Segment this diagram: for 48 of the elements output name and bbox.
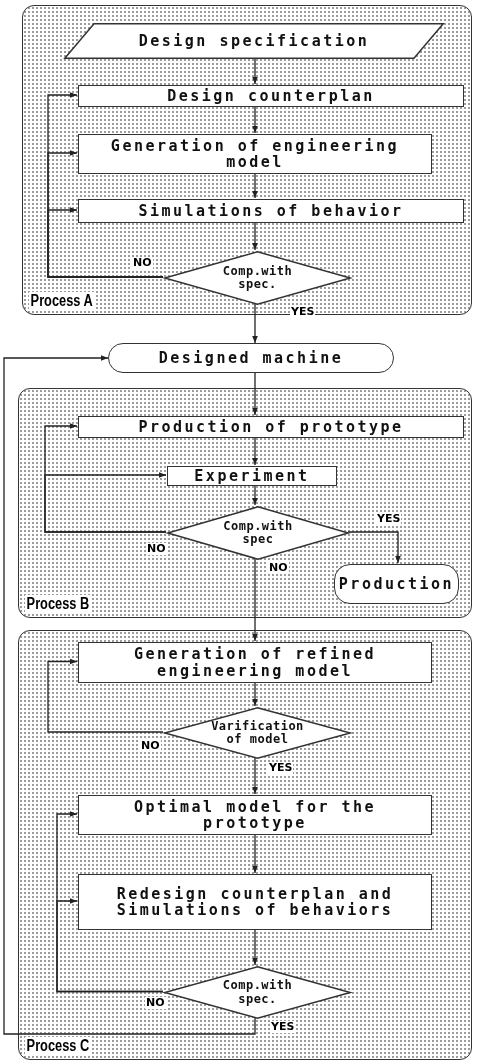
connector-arrow [252, 558, 258, 642]
connector-arrow [44, 472, 167, 533]
connector-arrow [47, 207, 164, 278]
connector-arrow [252, 928, 258, 966]
edge-label: YES [270, 1021, 296, 1034]
edge-label: NO [146, 543, 167, 556]
connector-arrow [252, 484, 258, 506]
connector-arrow [252, 681, 258, 707]
connector-arrow [56, 898, 164, 993]
connector-arrow [252, 757, 258, 795]
decision-diamond: Varification of model [164, 707, 351, 759]
process-box: Redesign counterplan and Simulations of behaviors [78, 874, 432, 930]
process-box: Experiment [167, 466, 337, 486]
connector-arrow [252, 436, 258, 466]
input-parallelogram: Design specification [64, 23, 444, 59]
connector-arrow [252, 57, 258, 85]
process-panel [18, 388, 472, 618]
connector-arrow [252, 221, 258, 251]
connector-arrow [252, 105, 258, 134]
connector-arrow [252, 172, 258, 199]
connector-arrow [252, 372, 258, 416]
edge-label: NO [145, 997, 166, 1010]
process-box: Production of prototype [78, 416, 464, 438]
decision-diamond: Comp.with spec. [164, 966, 351, 1019]
decision-diamond: Comp.with spec [167, 506, 349, 560]
edge-label: YES [268, 762, 294, 775]
process-box: Generation of engineering model [78, 134, 432, 174]
edge-label: NO [268, 562, 289, 575]
process-box: Simulations of behavior [78, 199, 464, 223]
edge-label: NO [140, 740, 161, 753]
connector-arrow [3, 355, 256, 1035]
edge-label: YES [376, 513, 402, 526]
panel-title: Process A [29, 292, 95, 310]
panel-title: Process C [25, 1037, 91, 1055]
process-box: Design counterplan [78, 85, 464, 107]
connector-arrow [252, 833, 258, 874]
terminal-box: Production [334, 564, 459, 604]
terminal-box: Designed machine [108, 343, 394, 373]
panel-title: Process B [25, 595, 91, 613]
process-box: Generation of refined engineering model [78, 642, 432, 683]
process-panel [22, 5, 472, 315]
decision-diamond: Comp.with spec. [164, 251, 351, 305]
process-panel [18, 630, 472, 1060]
connector-arrow [47, 658, 164, 733]
connector-arrow [347, 531, 401, 564]
connector-arrow [252, 303, 258, 344]
edge-label: NO [132, 257, 153, 270]
process-box: Optimal model for the prototype [78, 795, 432, 835]
